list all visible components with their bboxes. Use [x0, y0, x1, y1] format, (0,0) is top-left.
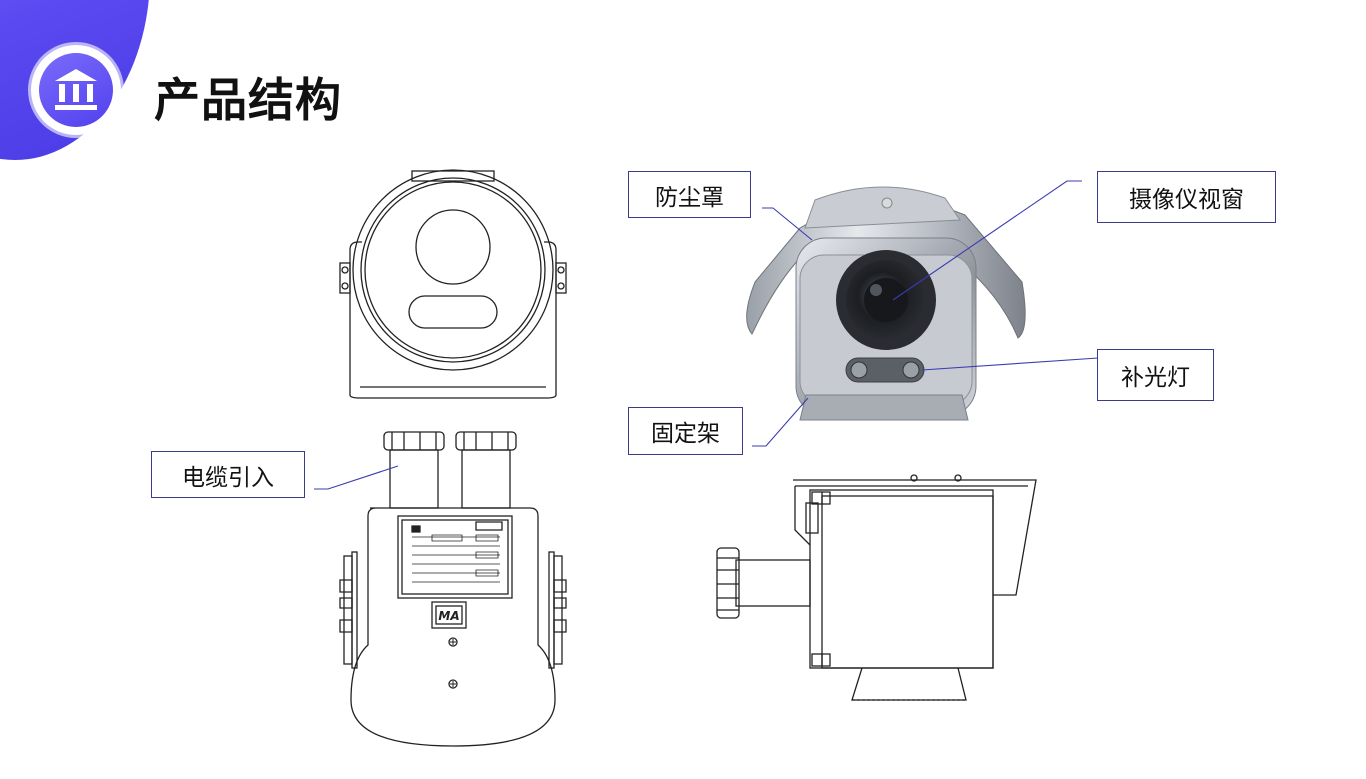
leader-fill-light [921, 357, 1099, 371]
page-title: 产品结构 [154, 73, 342, 127]
leader-camera-window [892, 180, 1082, 301]
label-mount-bracket: 固定架 [628, 407, 743, 455]
leader-dust-cover [762, 207, 813, 241]
ma-mark: MA [438, 609, 460, 623]
leader-mount-bracket [752, 397, 809, 447]
front-view-drawing [339, 169, 567, 399]
camera-photo [746, 186, 1026, 421]
building-icon [39, 53, 113, 127]
label-camera-window: 摄像仪视窗 [1097, 171, 1276, 223]
logo [31, 45, 121, 135]
back-view-drawing [339, 431, 567, 747]
label-fill-light: 补光灯 [1097, 349, 1214, 401]
side-view-drawing [716, 474, 1037, 701]
leader-cable-entry [314, 465, 399, 490]
label-dust-cover: 防尘罩 [628, 171, 751, 218]
label-cable-entry: 电缆引入 [151, 451, 305, 498]
leader-lines [314, 180, 1099, 490]
